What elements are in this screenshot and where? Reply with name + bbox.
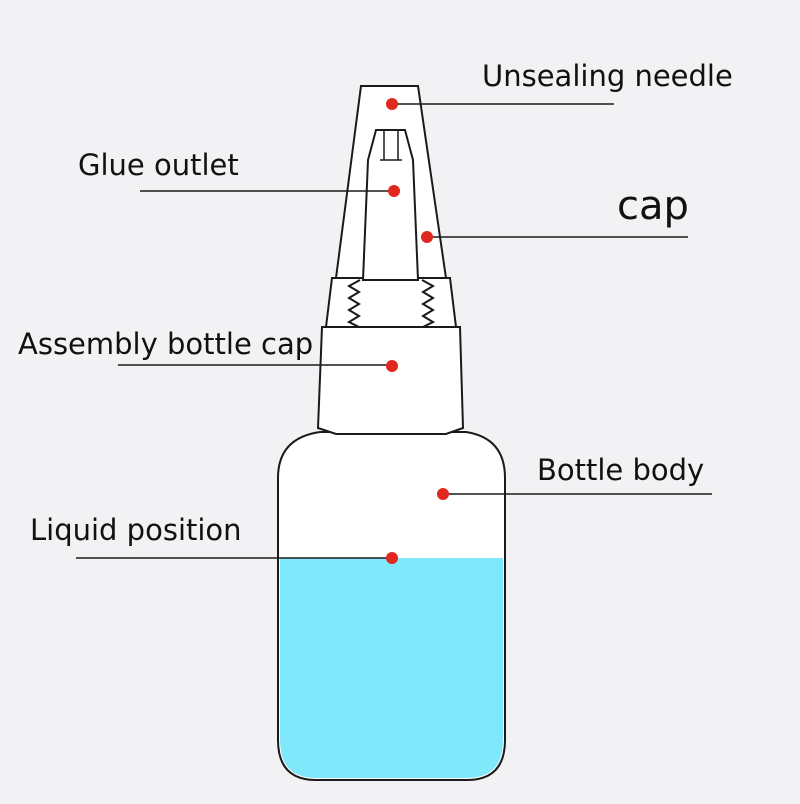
thread-right xyxy=(421,279,436,328)
marker-cap xyxy=(421,231,433,243)
thread-left xyxy=(346,279,361,328)
marker-glue-outlet xyxy=(388,185,400,197)
label-glue-outlet: Glue outlet xyxy=(78,148,239,182)
label-cap: cap xyxy=(617,183,689,229)
label-liquid-position: Liquid position xyxy=(30,513,242,547)
threaded-collar-shape xyxy=(324,277,458,328)
marker-unsealing-needle xyxy=(386,98,398,110)
assembly-cap-shape xyxy=(316,326,465,435)
marker-bottle-body xyxy=(437,488,449,500)
inner-nozzle-shape xyxy=(361,129,420,281)
nozzle-channel xyxy=(380,130,402,161)
label-assembly-bottle-cap: Assembly bottle cap xyxy=(18,327,314,361)
marker-assembly-cap xyxy=(386,360,398,372)
label-unsealing-needle: Unsealing needle xyxy=(482,59,733,93)
marker-liquid-position xyxy=(386,552,398,564)
liquid-fill xyxy=(280,558,503,778)
label-bottle-body: Bottle body xyxy=(537,453,705,487)
